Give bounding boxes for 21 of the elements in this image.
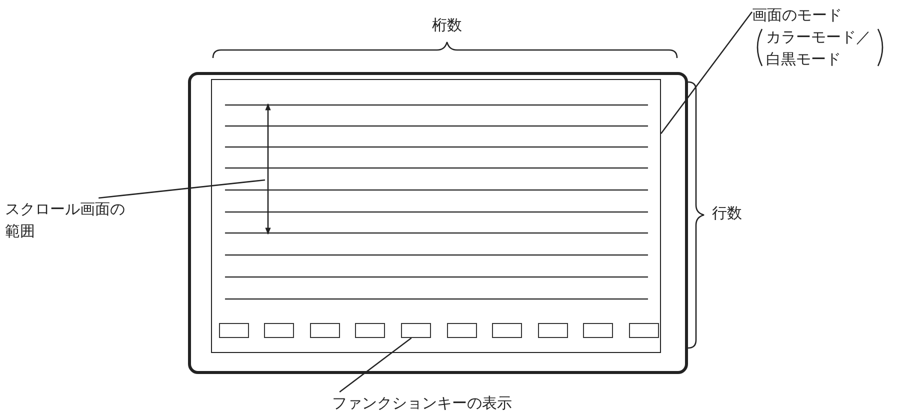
callout-note: カラーモード／白黒モード <box>766 27 872 70</box>
function-key <box>628 322 659 338</box>
function-key <box>583 322 614 338</box>
leader-line <box>339 337 412 393</box>
function-key <box>355 322 386 338</box>
leader-line <box>98 179 266 199</box>
monitor-frame <box>188 72 688 374</box>
function-key <box>492 322 522 338</box>
callout-label: スクロール画面の範囲 <box>5 199 126 242</box>
function-key <box>446 322 476 338</box>
function-key <box>218 322 248 338</box>
screen-area <box>211 79 661 353</box>
dimension-label: 行数 <box>712 203 742 224</box>
leader-line <box>660 12 753 134</box>
function-key <box>400 322 431 338</box>
function-key <box>264 322 294 338</box>
callout-label: ファンクションキーの表示 <box>332 393 513 414</box>
function-key <box>310 322 340 338</box>
callout-label: 画面のモード <box>752 5 843 26</box>
dimension-label: 桁数 <box>432 15 462 36</box>
function-key <box>538 322 568 338</box>
